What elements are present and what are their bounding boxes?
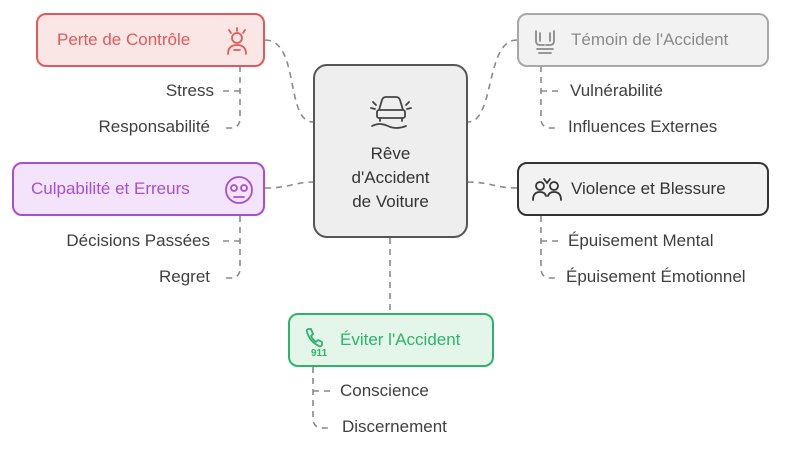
branch-title: Culpabilité et Erreurs [31,179,190,198]
leaf-conscience: Conscience [340,381,429,400]
phone-911-icon: 911 [305,328,328,358]
leaf-discernement: Discernement [342,417,447,436]
branch-title: Témoin de l'Accident [571,30,729,49]
stressed-person-icon [227,27,247,55]
worried-face-icon [225,176,253,204]
leaf-vulnerabilite: Vulnérabilité [570,81,663,100]
leaf-decisions-passees: Décisions Passées [66,231,210,250]
center-label: Rêve d'Accident de Voiture [351,144,430,211]
leaf-influences-externes: Influences Externes [568,117,718,136]
branch-eviter-l-accident[interactable]: 911 Éviter l'Accident [288,313,494,367]
svg-text:911: 911 [311,348,328,358]
branch-title: Violence et Blessure [571,179,726,198]
branch-culpabilite-et-erreurs[interactable]: Culpabilité et Erreurs [12,162,265,216]
branch-title: Éviter l'Accident [340,330,461,349]
leaf-stress: Stress [165,81,214,100]
car-skid-icon [370,96,412,129]
injured-people-icon [532,178,562,201]
leaf-epuisement-mental: Épuisement Mental [568,231,714,250]
branch-temoin-de-l-accident[interactable]: Témoin de l'Accident [517,13,769,67]
leaf-responsabilite: Responsabilité [98,117,210,136]
center-node: Rêve d'Accident de Voiture [313,64,468,238]
branch-perte-de-controle[interactable]: Perte de Contrôle [36,13,265,67]
hands-icon [535,30,555,54]
branch-title: Perte de Contrôle [57,30,191,49]
leaf-regret: Regret [158,267,210,286]
branch-violence-et-blessure[interactable]: Violence et Blessure [517,162,769,216]
leaf-epuisement-emotionnel: Épuisement Émotionnel [566,267,746,286]
